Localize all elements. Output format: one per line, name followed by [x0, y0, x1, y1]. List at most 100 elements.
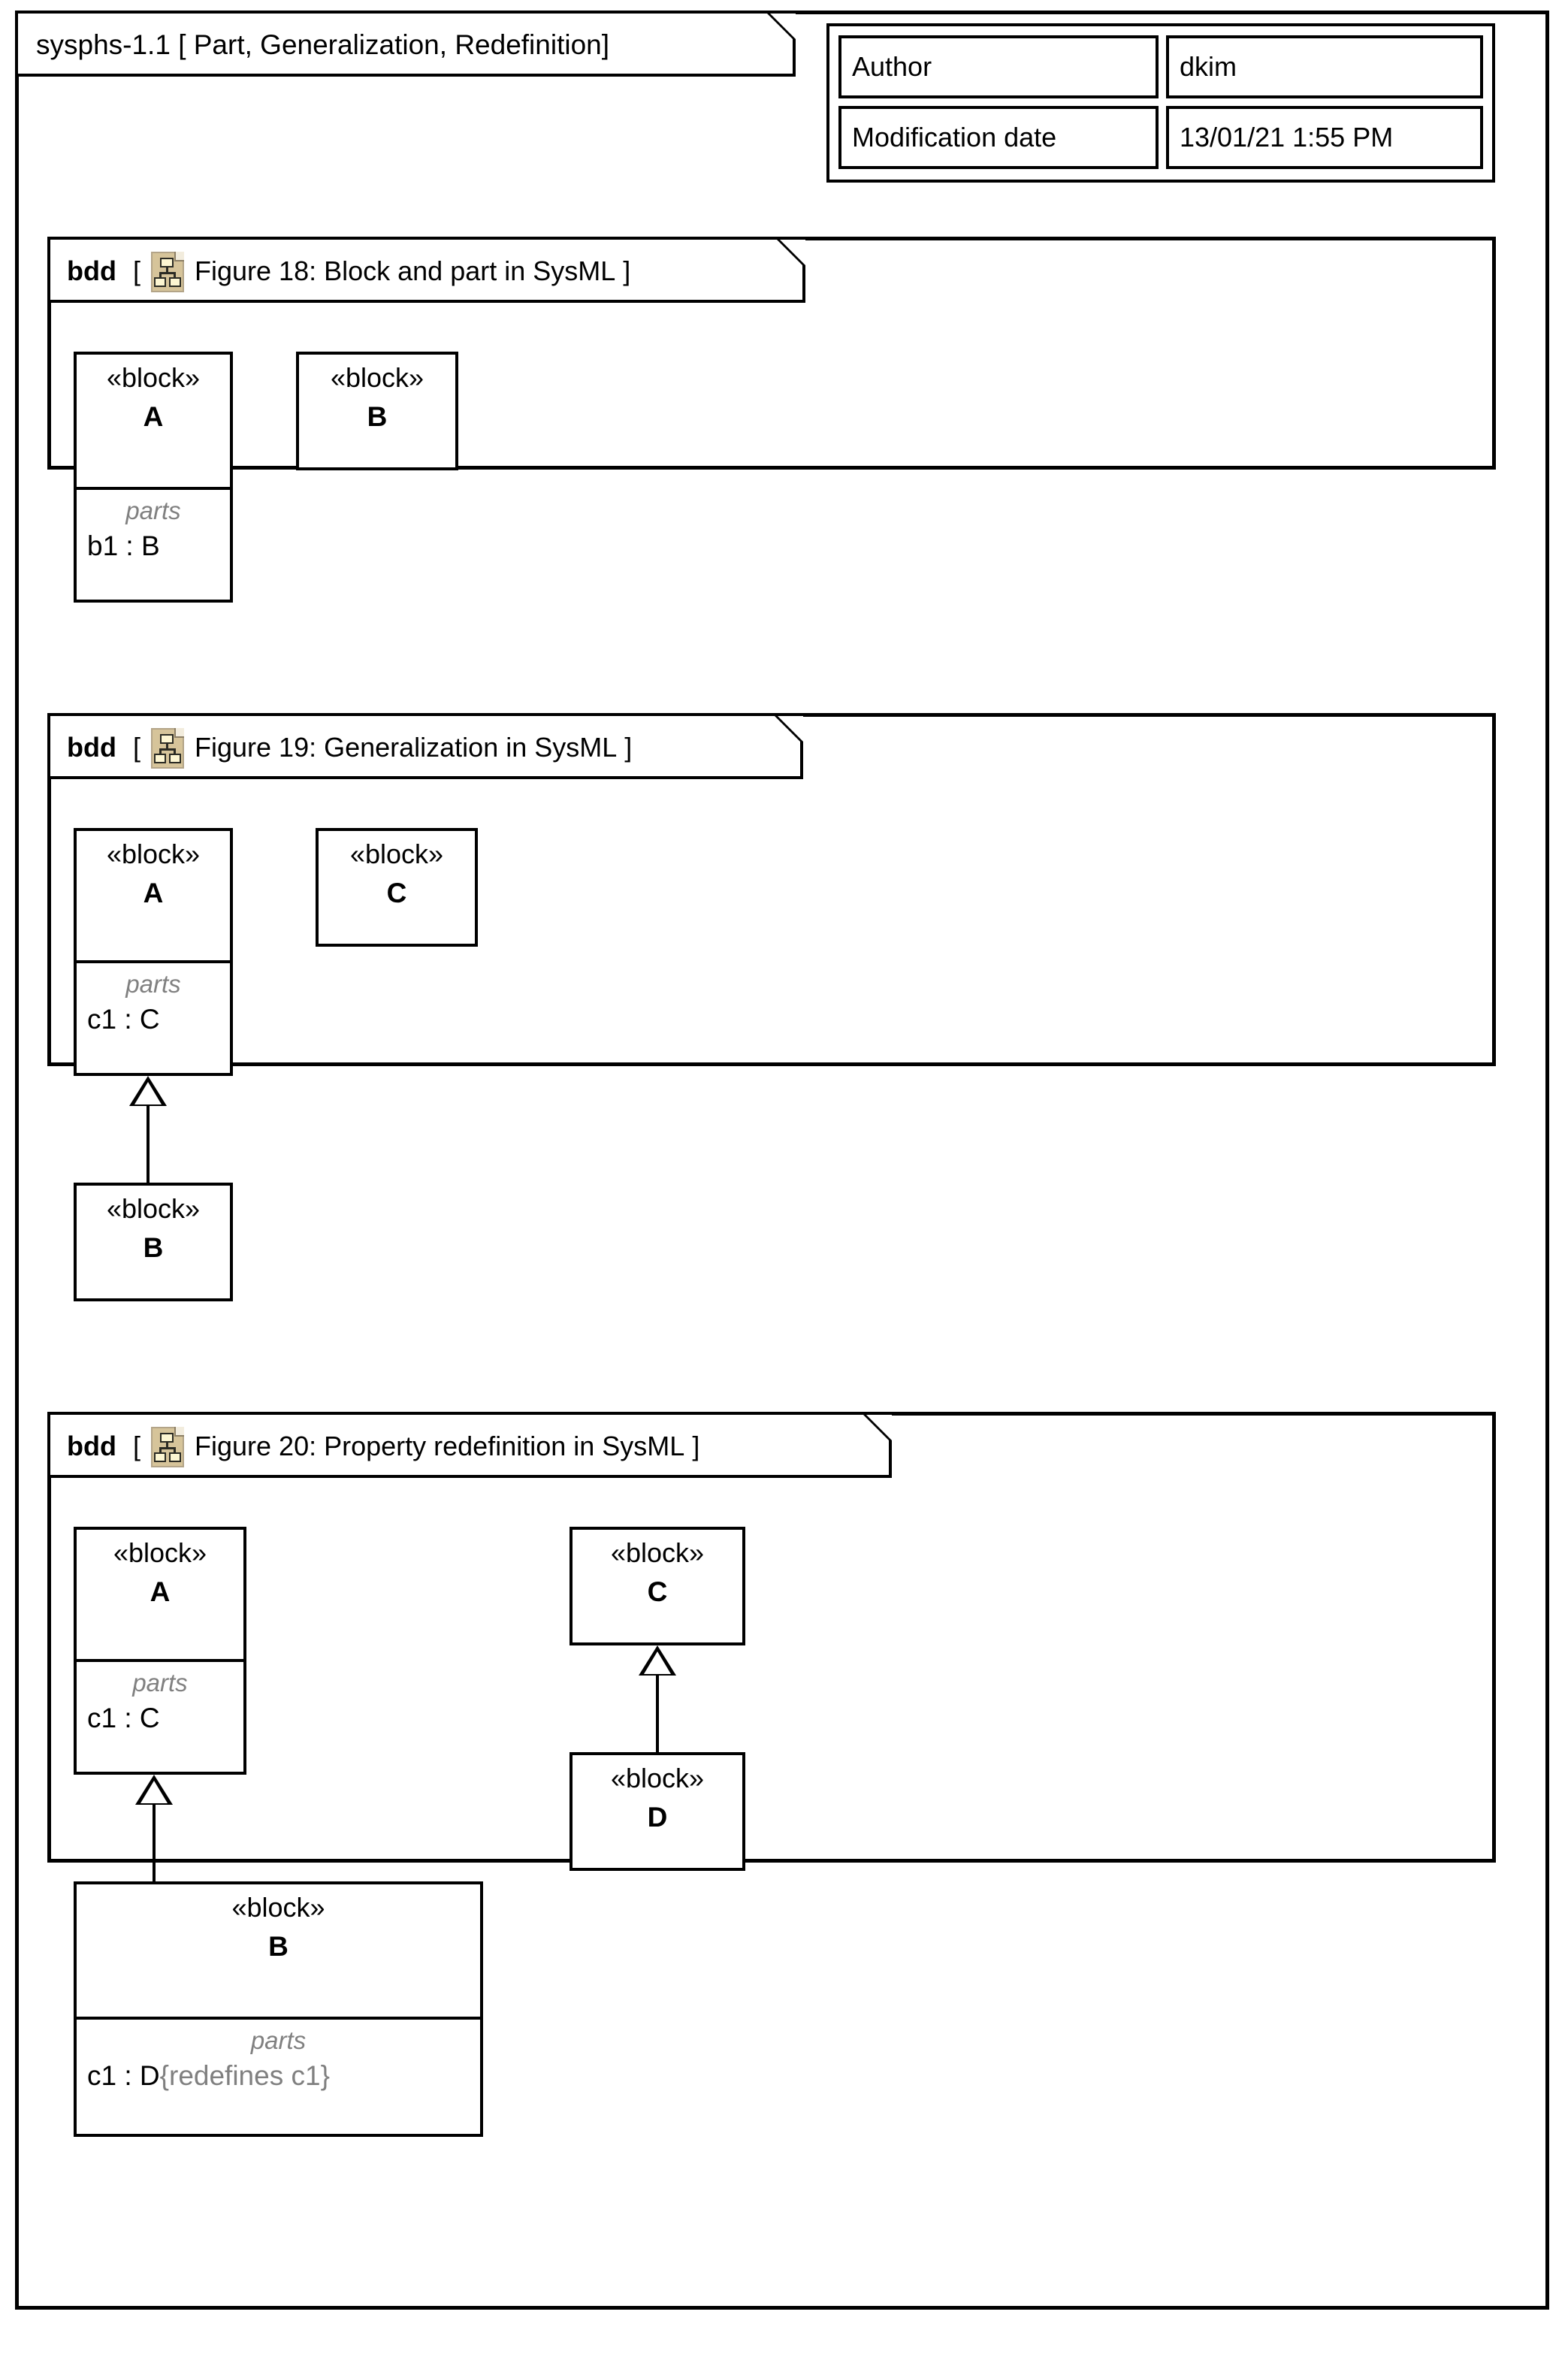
icon-connector: [159, 272, 175, 274]
bdd-keyword-label: bdd: [67, 255, 116, 286]
part-property: c1 : D{redefines c1}: [77, 2059, 480, 2093]
arrowhead-fill: [134, 1082, 162, 1104]
block-name: A: [143, 401, 164, 433]
icon-fold-corner: [174, 252, 184, 261]
block-parts-compartment: parts c1 : C: [77, 1659, 243, 1775]
part-property: c1 : C: [87, 1003, 160, 1035]
author-key-cell: Author: [838, 35, 1159, 98]
bdd-frame-1-tab-text: bdd [ Figure 18: Block and part in SysML…: [50, 250, 630, 292]
icon-connector: [159, 748, 162, 754]
compartment-label: parts: [132, 1669, 188, 1697]
icon-connector: [174, 748, 176, 754]
block-stereotype: «block»: [610, 1763, 705, 1793]
bdd-frame-3-tab: bdd [ Figure 20: Property redefinition i…: [50, 1415, 892, 1478]
sysml-block-d[interactable]: «block» D: [569, 1752, 745, 1871]
bracket-open: [: [132, 732, 140, 763]
bdd-frame-2-tab: bdd [ Figure 19: Generalization in SysML…: [50, 716, 803, 779]
compartment-label: parts: [250, 2026, 307, 2054]
bdd-frame-figure-20: bdd [ Figure 20: Property redefinition i…: [47, 1412, 1496, 2137]
icon-connector: [159, 1447, 175, 1449]
block-name-compartment: «block» A: [77, 355, 230, 487]
block-parts-compartment: parts b1 : B: [77, 487, 230, 603]
block-parts-compartment: parts c1 : C: [77, 960, 230, 1076]
sysml-block-a[interactable]: «block» A parts c1 : C: [74, 828, 233, 1076]
arrowhead-fill: [140, 1781, 168, 1803]
block-name: C: [647, 1576, 668, 1608]
bracket-open: [: [132, 255, 140, 286]
sysml-block-b[interactable]: «block» B: [74, 1183, 233, 1301]
bdd-keyword-label: bdd: [67, 732, 116, 763]
block-name: A: [143, 878, 164, 909]
table-row: Modification date 13/01/21 1:55 PM: [838, 106, 1483, 169]
sysml-block-c[interactable]: «block» C: [569, 1527, 745, 1645]
part-property-redefines: {redefines c1}: [159, 2059, 330, 2091]
bdd-frame-3-title: Figure 20: Property redefinition in SysM…: [195, 1431, 685, 1461]
bdd-keyword-label: bdd: [67, 1431, 116, 1461]
bracket-close: ]: [624, 732, 633, 763]
block-stereotype: «block»: [349, 839, 444, 869]
modification-date-value-cell: 13/01/21 1:55 PM: [1165, 106, 1483, 169]
block-name: A: [150, 1576, 171, 1608]
block-name-compartment: «block» A: [77, 831, 230, 960]
block-stereotype: «block»: [330, 362, 424, 393]
icon-tree-node: [160, 1433, 174, 1443]
diagram-header-table: Author dkim Modification date 13/01/21 1…: [826, 23, 1495, 183]
bracket-open: [: [132, 1431, 140, 1461]
block-name-compartment: «block» B: [299, 355, 455, 467]
bdd-frame-figure-19: bdd [ Figure 19: Generalization in SysML…: [47, 713, 1496, 1301]
block-name-compartment: «block» B: [77, 1186, 230, 1298]
tab-fill-shape: [50, 1415, 889, 1475]
block-name-compartment: «block» B: [77, 1884, 480, 2017]
icon-connector: [166, 1443, 168, 1448]
compartment-label: parts: [125, 970, 181, 998]
tab-fill-shape: [18, 14, 793, 74]
part-property: b1 : B: [87, 530, 160, 561]
bdd-diagram-icon: [151, 1427, 184, 1467]
bdd-frame-figure-18: bdd [ Figure 18: Block and part in SysML…: [47, 237, 1496, 603]
sysml-block-a[interactable]: «block» A parts b1 : B: [74, 352, 233, 603]
icon-tree-node: [154, 277, 166, 287]
part-property: c1 : C: [87, 1702, 160, 1733]
diagram-title-label: sysphs-1.1 [ Part, Generalization, Redef…: [36, 29, 609, 60]
bdd-frame-3-tab-text: bdd [ Figure 20: Property redefinition i…: [50, 1425, 699, 1467]
icon-connector: [174, 272, 176, 278]
sysml-block-b[interactable]: «block» B parts c1 : D{redefines c1}: [74, 1881, 483, 2137]
block-stereotype: «block»: [106, 362, 201, 393]
block-stereotype: «block»: [113, 1537, 207, 1568]
icon-tree-node: [169, 754, 181, 763]
bdd-diagram-icon: [151, 728, 184, 769]
block-stereotype: «block»: [231, 1892, 325, 1923]
icon-tree-node: [160, 258, 174, 267]
icon-connector: [159, 1447, 162, 1453]
block-stereotype: «block»: [106, 839, 201, 869]
block-name-compartment: «block» C: [573, 1530, 742, 1642]
author-value-cell: dkim: [1165, 35, 1483, 98]
block-name: B: [367, 401, 388, 433]
sysml-block-a[interactable]: «block» A parts c1 : C: [74, 1527, 246, 1775]
diagram-title-text-wrap: sysphs-1.1 [ Part, Generalization, Redef…: [18, 29, 609, 61]
icon-connector: [159, 272, 162, 278]
generalization-line-b-to-a: [147, 1106, 150, 1184]
icon-tree-node: [154, 754, 166, 763]
icon-fold-corner: [174, 728, 184, 738]
icon-fold-corner: [174, 1427, 184, 1437]
bdd-frame-1-title: Figure 18: Block and part in SysML: [195, 255, 616, 286]
icon-connector: [159, 748, 175, 751]
icon-connector: [166, 267, 168, 273]
block-name-compartment: «block» D: [573, 1755, 742, 1868]
bracket-close: ]: [692, 1431, 700, 1461]
generalization-line-d-to-c: [656, 1676, 659, 1754]
sysml-block-b[interactable]: «block» B: [296, 352, 458, 470]
block-name: C: [386, 878, 407, 909]
icon-tree-node: [169, 1452, 181, 1462]
compartment-label: parts: [125, 497, 181, 524]
generalization-line-b-to-a: [153, 1805, 156, 1883]
block-name: D: [647, 1802, 668, 1833]
sysml-block-c[interactable]: «block» C: [316, 828, 478, 947]
arrowhead-fill: [644, 1651, 671, 1674]
icon-tree-node: [169, 277, 181, 287]
bracket-close: ]: [623, 255, 631, 286]
block-name: B: [143, 1232, 164, 1264]
sysml-diagram-frame: sysphs-1.1 [ Part, Generalization, Redef…: [15, 11, 1549, 2310]
diagram-title-tab: sysphs-1.1 [ Part, Generalization, Redef…: [18, 14, 796, 77]
